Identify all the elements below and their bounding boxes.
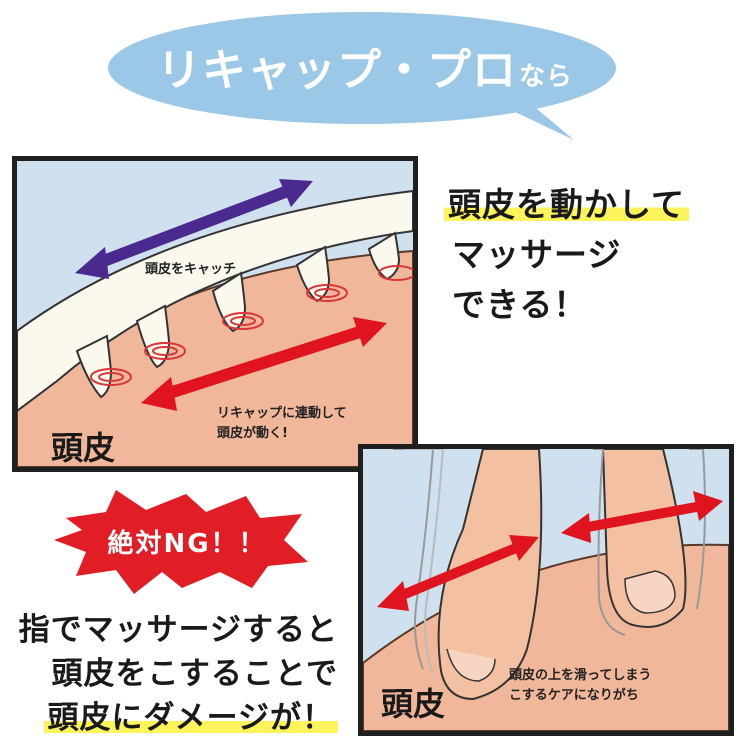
copy-line-1-text: 頭皮を動かして — [444, 185, 690, 224]
warning-line-3: 頭皮にダメージが！ — [43, 692, 338, 737]
slip-note-line1: 頭皮の上を滑ってしまう — [509, 668, 652, 683]
warning-line-3-text: 頭皮にダメージが！ — [43, 700, 338, 736]
catch-label: 頭皮をキャッチ — [145, 262, 237, 277]
scalp-label-top: 頭皮 — [51, 429, 116, 467]
banner-suffix-text: なら — [518, 62, 573, 92]
ng-burst-badge — [54, 490, 308, 594]
scalp-label-bottom: 頭皮 — [381, 685, 446, 723]
purple-double-arrow — [75, 179, 313, 279]
red-arrow-left — [377, 535, 539, 611]
copy-line-3: できる！ — [452, 285, 588, 324]
red-double-arrow — [141, 317, 387, 411]
finger-massage-illustration — [363, 449, 729, 731]
move-label-line2: 頭皮が動く! — [217, 426, 288, 441]
finger-illustration-panel: 頭皮の上を滑ってしまう こするケアになりがち 頭皮 — [358, 444, 734, 736]
banner-title: リキャップ・プロ なら — [130, 34, 600, 104]
move-label-line1: リキャップに連動して — [217, 406, 347, 421]
right-finger — [593, 449, 706, 636]
warning-line-2: 頭皮をこすることで — [51, 656, 338, 692]
warning-line-1: 指でマッサージすると — [18, 612, 338, 648]
slip-note-line2: こするケアになりがち — [509, 688, 639, 703]
recap-illustration-panel: 頭皮をキャッチ リキャップに連動して 頭皮が動く! 頭皮 — [12, 156, 418, 472]
copy-line-2: マッサージ — [452, 235, 622, 274]
speech-bubble-banner — [108, 12, 616, 140]
ng-label: 絶対NG！！ — [107, 528, 267, 559]
red-arrow-right — [561, 491, 723, 543]
banner-main-text: リキャップ・プロ — [156, 45, 517, 96]
copy-line-1: 頭皮を動かして — [444, 178, 690, 226]
recap-comb-illustration — [17, 179, 413, 467]
